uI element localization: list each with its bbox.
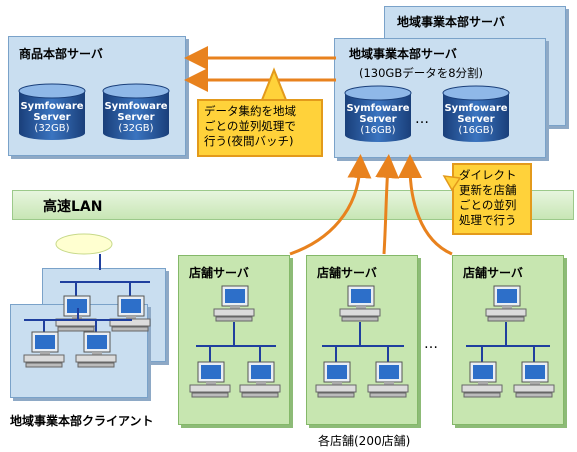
computer-icon bbox=[239, 361, 281, 398]
store-title: 店舗サーバ bbox=[463, 266, 523, 280]
db-label: Symfoware Server (16GB) bbox=[343, 103, 413, 136]
direct-update-callout: ダイレクト 更新を店舗 ごとの並列 処理で行う bbox=[452, 163, 532, 235]
computer-icon bbox=[213, 285, 255, 322]
computer-icon bbox=[367, 361, 409, 398]
store-title: 店舗サーバ bbox=[317, 266, 377, 280]
ellipsis: … bbox=[415, 111, 431, 127]
database-icon: Symfoware Server (32GB) bbox=[17, 83, 87, 141]
computer-icon bbox=[315, 361, 357, 398]
client-network-front bbox=[24, 308, 132, 332]
db-size: (32GB) bbox=[34, 123, 70, 134]
callout-line: 更新を店舗 bbox=[459, 183, 517, 197]
db-name-line1: Symfoware bbox=[104, 101, 168, 112]
db-size: (16GB) bbox=[360, 125, 396, 136]
db-name-line1: Symfoware bbox=[346, 103, 410, 114]
update-arrow bbox=[398, 154, 453, 256]
database-icon: Symfoware Server (32GB) bbox=[101, 83, 171, 141]
db-name-line2: Server bbox=[457, 114, 495, 125]
update-arrow bbox=[289, 154, 372, 256]
store-title: 店舗サーバ bbox=[189, 266, 249, 280]
db-label: Symfoware Server (32GB) bbox=[17, 101, 87, 134]
shohin-server-box: 商品本部サーバ Symfoware Server (32GB) Symfowar… bbox=[8, 36, 186, 156]
computer-icon bbox=[339, 285, 381, 322]
callout-line: ごとの並列 bbox=[459, 198, 517, 212]
clients-caption: 地域事業本部クライアント bbox=[10, 414, 154, 428]
computer-icon bbox=[23, 331, 65, 368]
region-server-subtitle: (130GBデータを8分割) bbox=[359, 66, 484, 80]
db-label: Symfoware Server (32GB) bbox=[101, 101, 171, 134]
batch-callout: データ集約を地域 ごとの並列処理で 行う(夜間バッチ) bbox=[197, 99, 323, 157]
db-name-line2: Server bbox=[359, 114, 397, 125]
db-size: (16GB) bbox=[458, 125, 494, 136]
callout-line: データ集約を地域 bbox=[204, 104, 296, 118]
database-icon: Symfoware Server (16GB) bbox=[441, 85, 511, 143]
hub-ellipse bbox=[55, 233, 113, 255]
region-server-back-title: 地域事業本部サーバ bbox=[397, 15, 505, 29]
update-arrow bbox=[375, 154, 400, 255]
database-icon: Symfoware Server (16GB) bbox=[343, 85, 413, 143]
db-name-line1: Symfoware bbox=[444, 103, 508, 114]
db-size: (32GB) bbox=[118, 123, 154, 134]
store-network bbox=[322, 322, 404, 362]
db-label: Symfoware Server (16GB) bbox=[441, 103, 511, 136]
callout-line: ごとの並列処理で bbox=[204, 119, 296, 133]
computer-icon bbox=[485, 285, 527, 322]
computer-icon bbox=[513, 361, 555, 398]
callout-pointer bbox=[260, 67, 288, 101]
stores-caption: 各店舗(200店舗) bbox=[318, 434, 411, 448]
region-server-box: 地域事業本部サーバ (130GBデータを8分割) Symfoware Serve… bbox=[334, 38, 546, 158]
client-network-back bbox=[60, 281, 150, 296]
callout-line: ダイレクト bbox=[459, 168, 517, 182]
callout-line: 行う(夜間バッチ) bbox=[204, 134, 294, 148]
stores-ellipsis: … bbox=[424, 336, 440, 352]
region-server-title: 地域事業本部サーバ bbox=[349, 47, 457, 61]
computer-icon bbox=[189, 361, 231, 398]
db-name-line2: Server bbox=[117, 112, 155, 123]
store-network bbox=[466, 322, 550, 362]
callout-pointer bbox=[442, 175, 462, 192]
store-network bbox=[196, 322, 276, 362]
computer-icon bbox=[55, 295, 97, 332]
db-name-line2: Server bbox=[33, 112, 71, 123]
lan-label: 高速LAN bbox=[43, 199, 103, 215]
computer-icon bbox=[109, 295, 151, 332]
callout-line: 処理で行う bbox=[459, 213, 517, 227]
computer-icon bbox=[75, 331, 117, 368]
computer-icon bbox=[461, 361, 503, 398]
shohin-server-title: 商品本部サーバ bbox=[19, 47, 103, 61]
db-name-line1: Symfoware bbox=[20, 101, 84, 112]
